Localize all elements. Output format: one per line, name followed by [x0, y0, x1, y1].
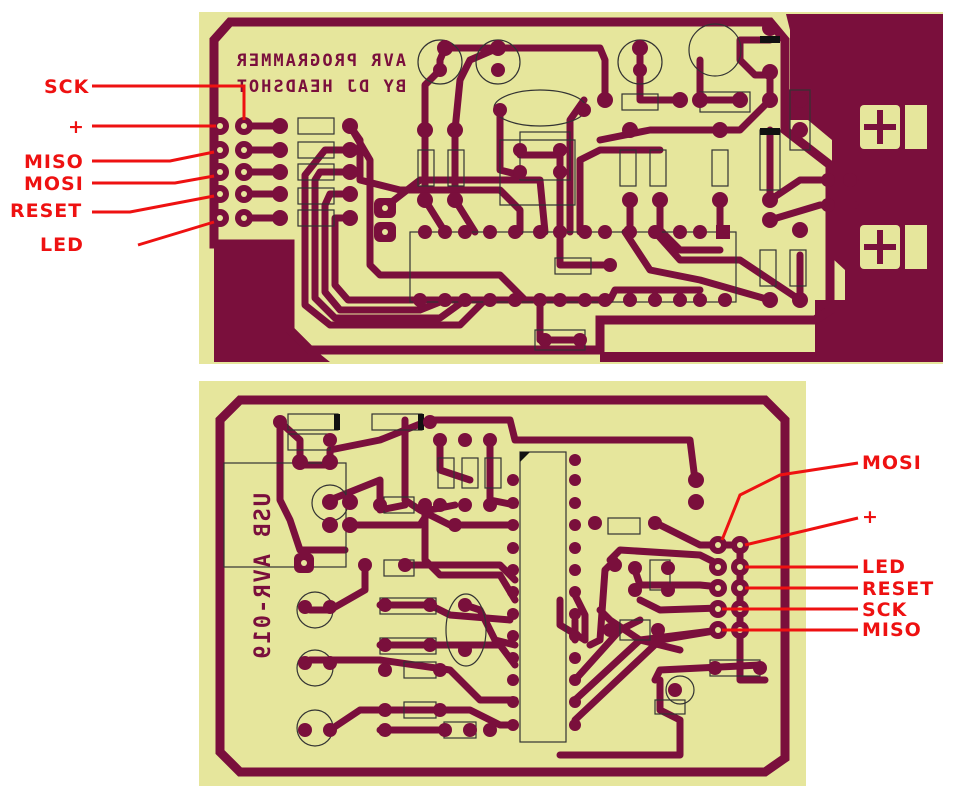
top-traces — [240, 36, 859, 344]
top-board: AVR PROGRAMMER BY DJ HEADSHOT — [199, 12, 943, 364]
top-silkscreen: AVR PROGRAMMER BY DJ HEADSHOT — [235, 51, 406, 97]
top-copper-pour-right — [600, 14, 943, 362]
bottom-pads — [273, 415, 767, 737]
label-top-sck: SCK — [44, 76, 90, 98]
label-top-miso: MISO — [24, 151, 84, 173]
top-copper-border — [209, 17, 835, 355]
bottom-board: USB AVR-019 — [199, 381, 806, 786]
top-connector-labels: SCK + MISO MOSI RESET LED — [10, 76, 90, 256]
label-bottom-reset: RESET — [862, 578, 934, 600]
label-top-plus: + — [68, 116, 85, 138]
label-bottom-led: LED — [862, 556, 906, 578]
label-top-reset: RESET — [10, 200, 82, 222]
silkscreen-usb: USB AVR-019 — [251, 493, 276, 661]
annotation-lines — [92, 84, 859, 632]
label-bottom-mosi: MOSI — [862, 452, 922, 474]
label-bottom-plus: + — [862, 506, 879, 528]
label-bottom-sck: SCK — [862, 599, 908, 621]
bottom-connector-labels: MOSI + LED RESET SCK MISO — [862, 452, 934, 641]
silkscreen-line-2: BY DJ HEADSHOT — [235, 77, 406, 97]
bottom-diode-bands — [334, 414, 530, 462]
bottom-silkscreen: USB AVR-019 — [251, 493, 276, 661]
top-pads — [211, 20, 857, 347]
silkscreen-line-1: AVR PROGRAMMER — [235, 51, 406, 71]
label-top-mosi: MOSI — [24, 173, 84, 195]
top-pad-crosses — [864, 110, 896, 264]
bottom-copper-border — [215, 395, 790, 777]
label-top-led: LED — [40, 234, 84, 256]
top-pad-holes — [217, 123, 388, 235]
top-diode-bands — [760, 36, 780, 135]
top-copper-pour-left — [214, 244, 330, 362]
label-bottom-miso: MISO — [862, 619, 922, 641]
